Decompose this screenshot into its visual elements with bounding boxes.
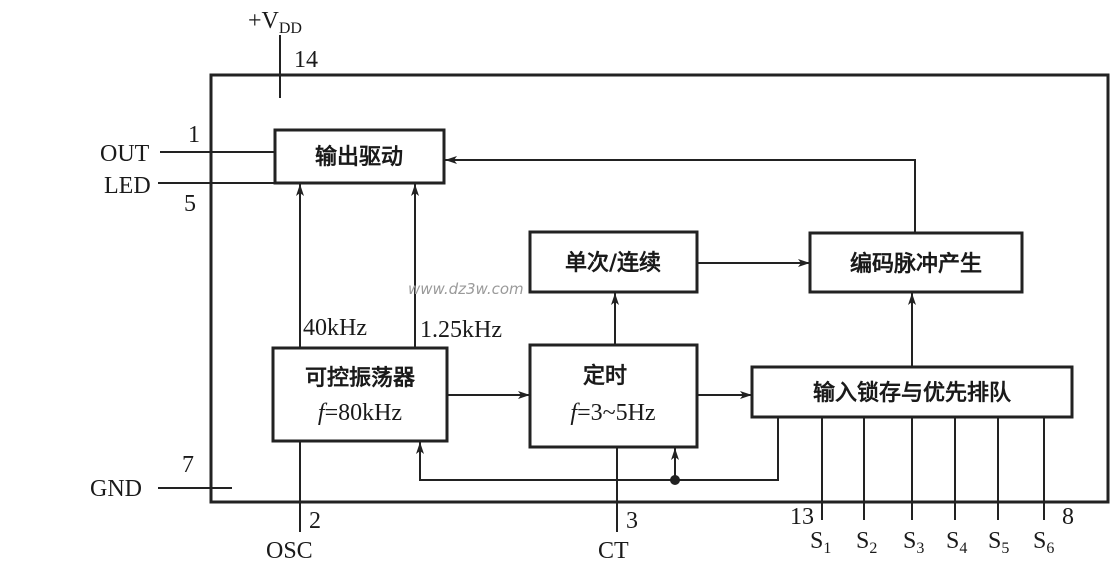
oscillator-label: 可控振荡器 bbox=[305, 365, 416, 391]
ct-pin-number: 3 bbox=[626, 508, 638, 534]
code-pulse-block bbox=[808, 231, 1024, 294]
s-first-pin-number: 13 bbox=[790, 504, 814, 530]
s2-label: S2 bbox=[856, 528, 877, 557]
gnd-pin-number: 7 bbox=[182, 452, 194, 478]
input-latch-label: 输入锁存与优先排队 bbox=[813, 380, 1012, 406]
output-driver-label: 输出驱动 bbox=[315, 144, 403, 170]
feedback-to-oscillator bbox=[416, 417, 779, 481]
code-pulse-label: 编码脉冲产生 bbox=[850, 251, 982, 277]
s-last-pin-number: 8 bbox=[1062, 504, 1074, 530]
arrow-code-to-output bbox=[445, 156, 916, 233]
signal-40khz: 40kHz bbox=[303, 315, 367, 341]
led-label: LED bbox=[104, 173, 151, 199]
oscillator-block bbox=[271, 346, 449, 443]
watermark: www.dz3w.com bbox=[408, 280, 524, 298]
gnd-label: GND bbox=[90, 476, 142, 502]
s1-label: S1 bbox=[810, 528, 831, 557]
s5-label: S5 bbox=[988, 528, 1009, 557]
osc-label: OSC bbox=[266, 538, 313, 564]
ct-label: CT bbox=[598, 538, 629, 564]
s4-label: S4 bbox=[946, 528, 967, 557]
out-label: OUT bbox=[100, 141, 150, 167]
junction-dot bbox=[670, 475, 680, 485]
vdd-pin-number: 14 bbox=[294, 47, 318, 73]
led-pin-number: 5 bbox=[184, 191, 196, 217]
s-input-lines bbox=[821, 417, 1045, 520]
oscillator-freq: f=80kHz bbox=[318, 400, 402, 426]
out-pin-number: 1 bbox=[188, 122, 200, 148]
s3-label: S3 bbox=[903, 528, 924, 557]
timer-freq: f=3~5Hz bbox=[570, 400, 655, 426]
timer-label: 定时 bbox=[583, 363, 627, 389]
s6-label: S6 bbox=[1033, 528, 1054, 557]
osc-pin-number: 2 bbox=[309, 508, 321, 534]
output-driver-block bbox=[273, 128, 446, 185]
input-latch-block bbox=[750, 365, 1074, 419]
timer-block bbox=[528, 343, 699, 449]
single-continuous-label: 单次/连续 bbox=[565, 250, 661, 276]
signal-125khz: 1.25kHz bbox=[420, 317, 502, 343]
vdd-label: +VDD bbox=[248, 8, 302, 37]
